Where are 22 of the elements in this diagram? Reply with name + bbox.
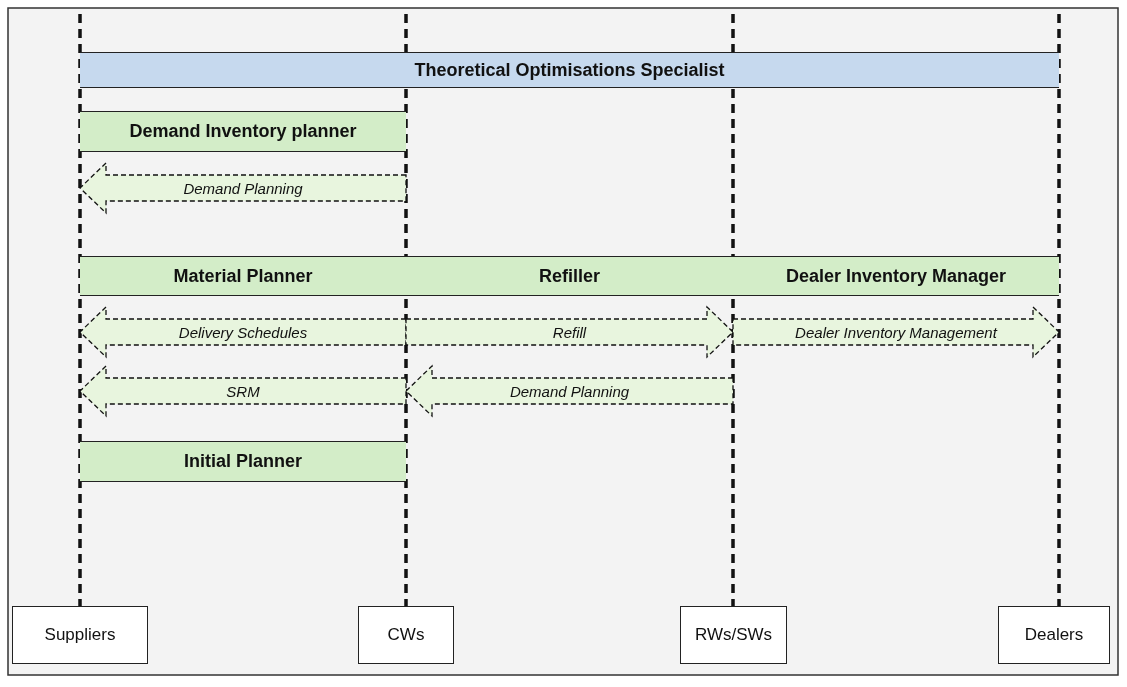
role-banner: Theoretical Optimisations Specialist (80, 52, 1059, 88)
role-banner: Dealer Inventory Manager (733, 256, 1059, 296)
location-box: Suppliers (12, 606, 148, 664)
edge-label: Delivery Schedules (178, 323, 308, 341)
location-box: RWs/SWs (680, 606, 787, 664)
role-banner: Refiller (406, 256, 733, 296)
block-arrow (405, 305, 734, 359)
edge-label: Refill (552, 323, 587, 341)
role-banner: Material Planner (80, 256, 406, 296)
block-arrow (405, 364, 734, 418)
block-arrow (79, 161, 407, 215)
edge-label: Demand Planning (509, 382, 630, 400)
role-banner: Initial Planner (80, 441, 406, 482)
role-banner: Demand Inventory planner (80, 111, 406, 152)
edge-label: SRM (226, 382, 260, 400)
block-arrow (79, 364, 407, 418)
edge-label: Demand Planning (183, 179, 303, 197)
location-box: CWs (358, 606, 454, 664)
edge-label: Dealer Inventory Management (795, 323, 997, 341)
block-arrow (79, 305, 407, 359)
location-box: Dealers (998, 606, 1110, 664)
block-arrow (732, 305, 1060, 359)
